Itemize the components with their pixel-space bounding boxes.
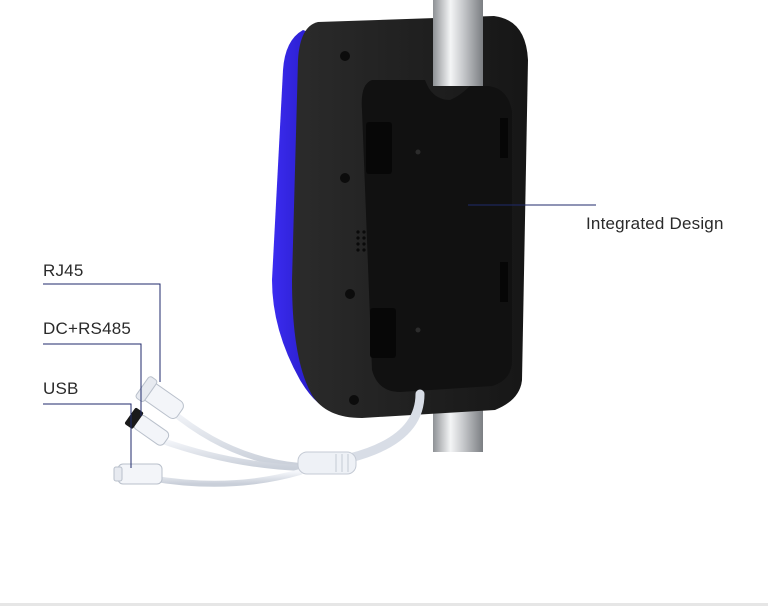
leader-lines xyxy=(43,204,596,468)
integrated-design-label: Integrated Design xyxy=(586,214,724,233)
pole-bracket xyxy=(361,80,512,392)
dc-rs485-connector xyxy=(125,407,170,446)
screw xyxy=(340,51,350,61)
side-slot xyxy=(500,118,508,158)
rj45-label: RJ45 xyxy=(43,261,84,280)
bracket-slot xyxy=(370,308,396,358)
usb-label: USB xyxy=(43,379,79,398)
leader-usb xyxy=(43,403,132,468)
screw xyxy=(340,173,350,183)
bracket-hole xyxy=(415,149,421,155)
side-slot xyxy=(500,262,508,302)
bracket-hole xyxy=(415,327,421,333)
leader-rj45 xyxy=(43,283,161,382)
usb-connector xyxy=(113,463,163,485)
dc-rs485-label: DC+RS485 xyxy=(43,319,132,338)
cable-splitter xyxy=(297,451,357,475)
screw xyxy=(349,395,359,405)
cable-bundle xyxy=(147,389,425,487)
bottom-divider xyxy=(0,603,768,606)
bracket-slot xyxy=(366,122,392,174)
screw xyxy=(345,289,355,299)
leader-dc-rs485 xyxy=(43,343,142,416)
mounting-pole-front xyxy=(433,0,483,86)
